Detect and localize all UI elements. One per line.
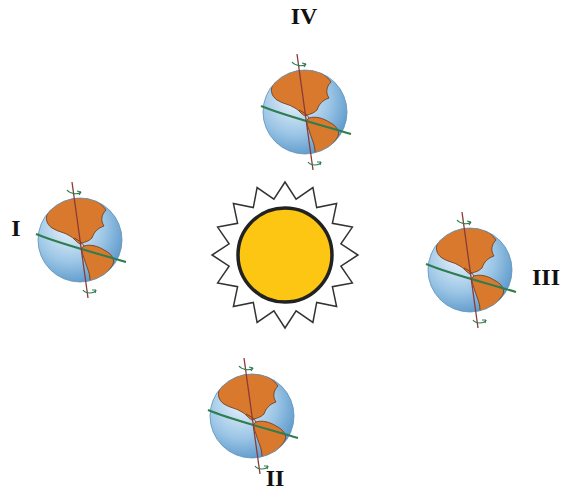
earth-globe xyxy=(426,212,516,328)
earth-globe xyxy=(261,54,351,170)
position-label: IV xyxy=(291,4,318,28)
position-label: I xyxy=(11,216,20,240)
position-label: II xyxy=(266,466,285,490)
sun-rays xyxy=(212,182,358,328)
position-label: III xyxy=(532,265,560,289)
earth-globe xyxy=(208,358,298,474)
sun-disc xyxy=(238,208,332,302)
earth-globe xyxy=(36,182,126,298)
sun xyxy=(212,182,358,328)
